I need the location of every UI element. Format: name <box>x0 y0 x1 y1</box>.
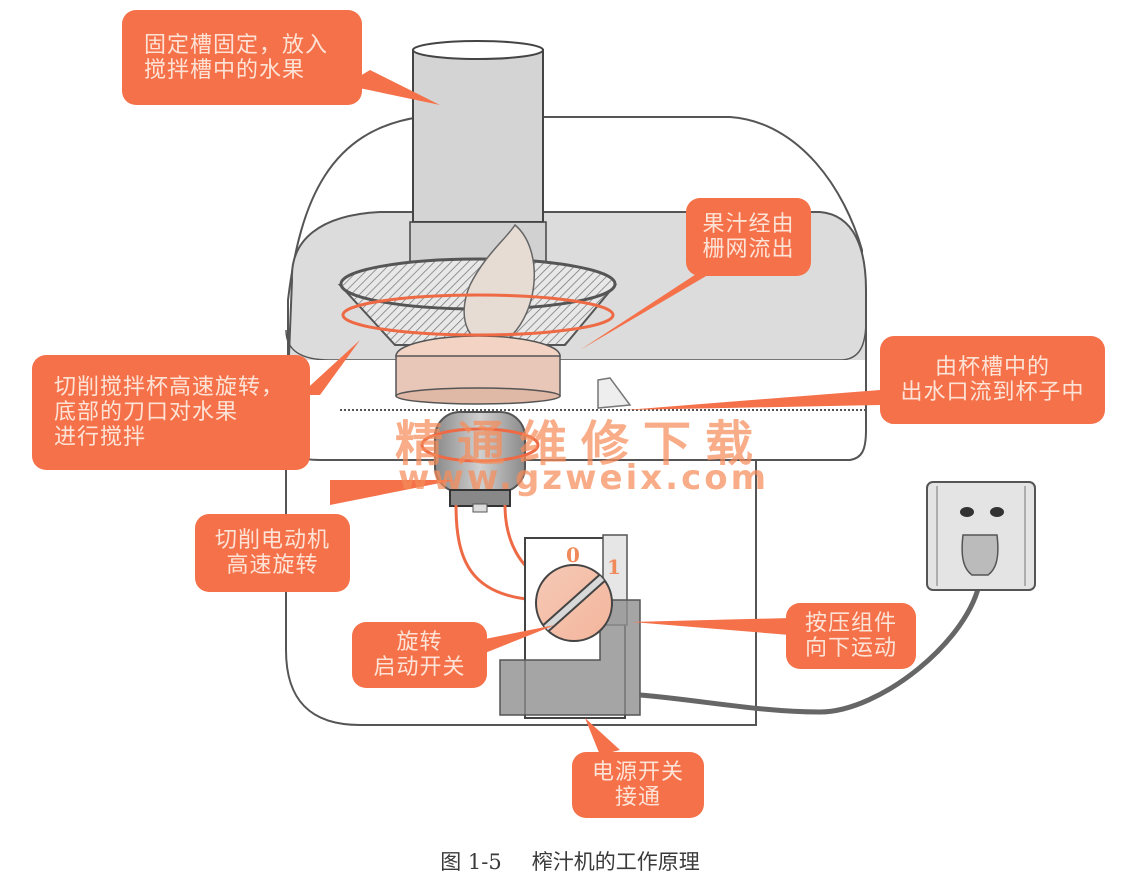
figure-title: 榨汁机的工作原理 <box>531 850 700 874</box>
callout-text: 由杯槽中的 <box>934 355 1050 380</box>
watermark-url: www.gzweix.com <box>398 458 770 498</box>
dial-on-label: 1 <box>607 555 621 579</box>
figure-caption: 图 1-5 榨汁机的工作原理 <box>0 846 1140 876</box>
figure-number: 图 1-5 <box>440 850 502 874</box>
callout-cutting-cup: 切削搅拌杯高速旋转， 底部的刀口对水果 进行搅拌 <box>32 355 310 470</box>
plug <box>961 534 999 576</box>
callout-text: 向下运动 <box>804 636 897 661</box>
juice-spout <box>597 377 632 409</box>
callout-text: 底部的刀口对水果 <box>54 400 239 425</box>
callout-text: 电源开关 <box>591 760 684 785</box>
callout-juice-through-mesh: 果汁经由 栅网流出 <box>686 198 811 276</box>
callout-text: 果汁经由 <box>702 212 795 237</box>
callout-press-assembly: 按压组件 向下运动 <box>786 603 916 669</box>
callout-power-switch: 电源开关 接通 <box>572 752 704 818</box>
callout-text: 出水口流到杯子中 <box>900 380 1085 405</box>
callout-text: 按压组件 <box>804 611 897 636</box>
feed-tube-mouth <box>412 40 544 60</box>
callout-pointers <box>300 70 880 755</box>
callout-text: 搅拌槽中的水果 <box>144 57 306 83</box>
callout-fixed-slot: 固定槽固定，放入 搅拌槽中的水果 <box>122 10 362 105</box>
callout-text: 切削电动机 <box>214 528 330 553</box>
callout-text: 栅网流出 <box>702 237 795 262</box>
callout-text: 进行搅拌 <box>54 425 147 450</box>
motor-wire-1 <box>454 504 536 602</box>
feed-tube <box>412 49 544 223</box>
callout-text: 旋转 <box>396 630 443 655</box>
callout-text: 启动开关 <box>373 655 466 680</box>
callout-text: 高速旋转 <box>226 553 319 578</box>
watermark-text: 精通维修下载 <box>395 416 768 472</box>
dial-off-label: 0 <box>566 543 580 567</box>
power-cord <box>639 579 983 715</box>
callout-text: 固定槽固定，放入 <box>144 32 329 58</box>
rotation-arrow <box>341 293 615 337</box>
callout-text: 切削搅拌杯高速旋转， <box>54 375 285 400</box>
callout-motor: 切削电动机 高速旋转 <box>195 514 350 592</box>
callout-text: 接通 <box>614 785 661 810</box>
press-assembly <box>499 599 641 716</box>
callout-outlet-to-cup: 由杯槽中的 出水口流到杯子中 <box>880 336 1105 424</box>
callout-rotary-switch: 旋转 启动开关 <box>352 622 487 688</box>
